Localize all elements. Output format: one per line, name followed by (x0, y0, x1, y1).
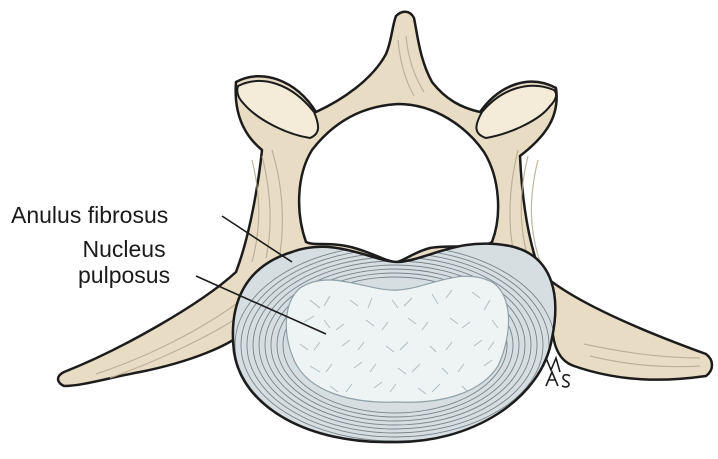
label-anulus-fibrosus: Anulus fibrosus (11, 202, 168, 228)
label-nucleus-line2: pulposus (78, 262, 170, 288)
intervertebral-disc (233, 244, 555, 445)
label-nucleus-line1: Nucleus (78, 236, 170, 262)
label-nucleus-pulposus: Nucleus pulposus (78, 236, 170, 288)
